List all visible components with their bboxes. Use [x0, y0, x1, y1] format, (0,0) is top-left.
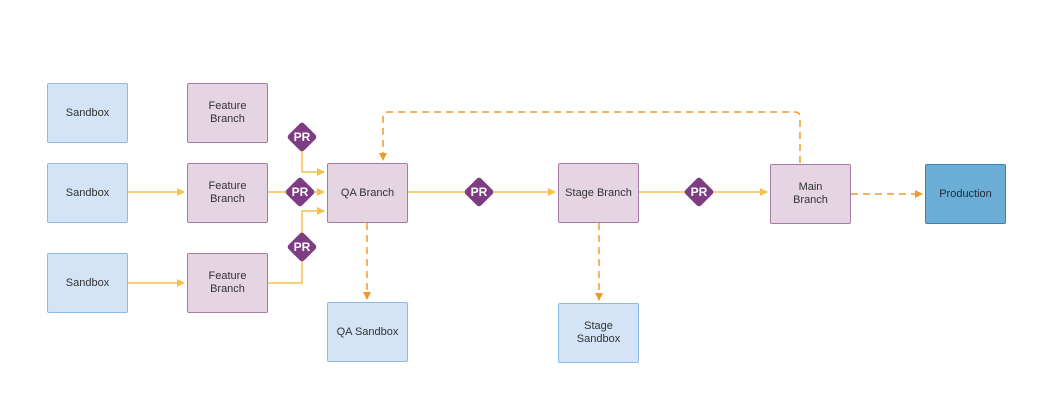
sandbox-node: Sandbox [47, 163, 128, 223]
sandbox-label: Sandbox [65, 106, 110, 119]
qa-sandbox-label: QA Sandbox [336, 325, 399, 338]
qa-branch-label: QA Branch [340, 186, 395, 199]
feature-branch-label: Feature Branch [208, 100, 247, 125]
qa-sandbox-node: QA Sandbox [327, 302, 408, 362]
stage-sandbox-node: Stage Sandbox [558, 303, 639, 363]
stage-branch-label: Stage Branch [565, 186, 632, 199]
production-node: Production [925, 164, 1006, 224]
feature-branch-label: Feature Branch [208, 180, 247, 205]
pr-label: PR [470, 185, 488, 199]
feature-branch-node: Feature Branch [187, 163, 268, 223]
main-branch-node: Main Branch [770, 164, 851, 224]
pr-badge: PR [284, 176, 316, 208]
stage-sandbox-label: Stage Sandbox [576, 320, 621, 345]
feature-branch-node: Feature Branch [187, 253, 268, 313]
pr-label: PR [293, 130, 311, 144]
pr-label: PR [293, 240, 311, 254]
feature-branch-node: Feature Branch [187, 83, 268, 143]
sandbox-node: Sandbox [47, 83, 128, 143]
pr-label: PR [291, 185, 309, 199]
production-label: Production [939, 187, 992, 200]
sandbox-label: Sandbox [65, 276, 110, 289]
pr-badge: PR [286, 231, 318, 263]
main-branch-label: Main Branch [793, 181, 828, 206]
sandbox-node: Sandbox [47, 253, 128, 313]
pr-badge: PR [463, 176, 495, 208]
feature-branch-label: Feature Branch [208, 270, 247, 295]
edge-feature1-qa [301, 150, 325, 176]
pr-label: PR [690, 185, 708, 199]
sandbox-label: Sandbox [65, 186, 110, 199]
pr-badge: PR [683, 176, 715, 208]
stage-branch-node: Stage Branch [558, 163, 639, 223]
edge-main-qa-backmerge [379, 111, 801, 163]
qa-branch-node: QA Branch [327, 163, 408, 223]
pr-badge: PR [286, 121, 318, 153]
